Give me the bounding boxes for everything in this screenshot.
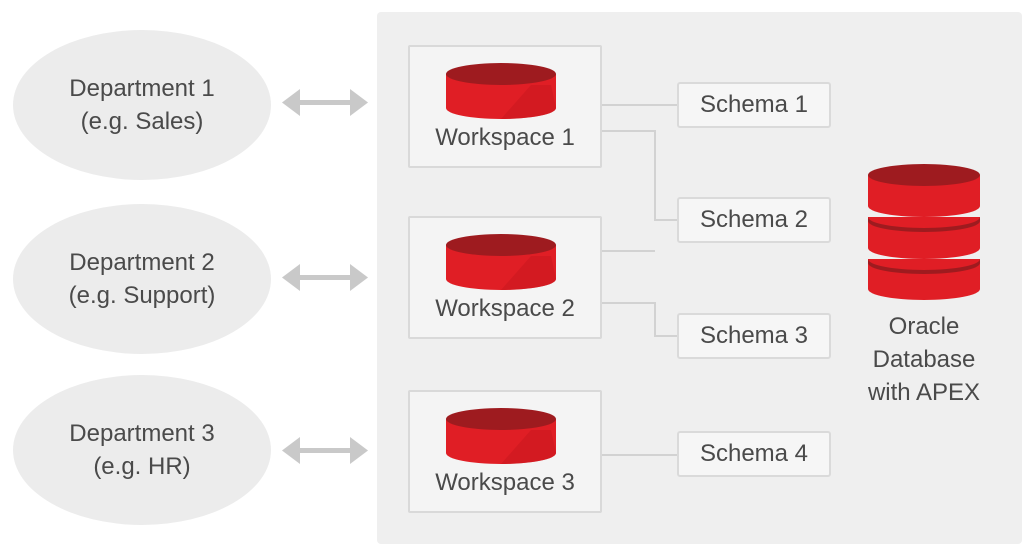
stacked-database-icon bbox=[868, 164, 980, 300]
department-2-ellipse: Department 2 (e.g. Support) bbox=[13, 204, 271, 354]
department-1-name: Department 1 bbox=[69, 75, 215, 102]
ws2-schema3-line bbox=[602, 302, 677, 337]
oracle-database-label: Oracle Database with APEX bbox=[844, 310, 1004, 409]
workspace-3-box: Workspace 3 bbox=[408, 390, 602, 513]
database-cylinder-icon bbox=[446, 408, 556, 464]
ws1-schema2-line bbox=[602, 130, 677, 221]
workspace-2-box: Workspace 2 bbox=[408, 216, 602, 339]
double-arrow-icon bbox=[282, 264, 368, 291]
department-1-example: (e.g. Sales) bbox=[80, 108, 204, 135]
department-3-ellipse: Department 3 (e.g. HR) bbox=[13, 375, 271, 525]
schema-1-label: Schema 1 bbox=[699, 91, 809, 118]
double-arrow-icon bbox=[282, 437, 368, 464]
department-3-name: Department 3 bbox=[69, 420, 215, 447]
schema-3-label: Schema 3 bbox=[699, 322, 809, 349]
department-2-name: Department 2 bbox=[69, 249, 215, 276]
workspace-3-label: Workspace 3 bbox=[435, 469, 575, 496]
database-cylinder-icon bbox=[446, 234, 556, 290]
database-cylinder-icon bbox=[446, 63, 556, 119]
schema-2-box: Schema 2 bbox=[677, 197, 831, 243]
double-arrow-icon bbox=[282, 89, 368, 116]
department-2-example: (e.g. Support) bbox=[68, 282, 216, 309]
schema-2-label: Schema 2 bbox=[699, 206, 809, 233]
schema-1-box: Schema 1 bbox=[677, 82, 831, 128]
oracle-label-line2: Database bbox=[872, 346, 976, 373]
oracle-label-line3: with APEX bbox=[867, 379, 981, 406]
workspace-2-label: Workspace 2 bbox=[435, 295, 575, 322]
schema-3-box: Schema 3 bbox=[677, 313, 831, 359]
schema-4-box: Schema 4 bbox=[677, 431, 831, 477]
department-1-ellipse: Department 1 (e.g. Sales) bbox=[13, 30, 271, 180]
department-3-example: (e.g. HR) bbox=[93, 453, 191, 480]
schema-4-label: Schema 4 bbox=[699, 440, 809, 467]
oracle-label-line1: Oracle bbox=[888, 313, 960, 340]
workspace-1-box: Workspace 1 bbox=[408, 45, 602, 168]
workspace-1-label: Workspace 1 bbox=[435, 124, 575, 151]
